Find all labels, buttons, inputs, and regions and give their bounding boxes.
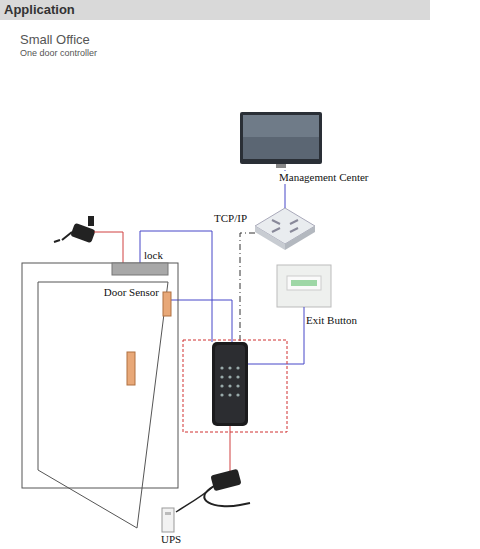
network-label: TCP/IP <box>213 212 248 225</box>
exit-button-icon <box>277 265 331 307</box>
ups-icon <box>162 508 174 532</box>
lock-label: lock <box>143 249 164 262</box>
door-handle <box>127 352 135 385</box>
node-text: TCP/IP <box>214 212 247 225</box>
door-sensor-label: Door Sensor <box>103 286 160 299</box>
header-title: Application <box>4 2 75 18</box>
node-text: UPS <box>161 533 181 546</box>
node-text: Management Center <box>279 171 369 184</box>
controller-device <box>212 342 248 426</box>
switch-icon <box>255 208 315 250</box>
door-sensor <box>163 292 171 316</box>
node-text: Door Sensor <box>104 286 159 299</box>
management-label: Management Center <box>278 171 370 184</box>
monitor-icon <box>240 112 322 168</box>
power-adapter-bottom <box>176 469 250 512</box>
exit-button-label: Exit Button <box>305 314 358 327</box>
node-text: Exit Button <box>306 314 357 327</box>
node-text: lock <box>144 249 163 262</box>
ups-label: UPS <box>160 533 182 546</box>
subtitle-note: One door controller <box>20 48 97 59</box>
power-adapter <box>54 216 96 243</box>
lock-box <box>112 263 168 275</box>
controller-outline <box>183 340 287 432</box>
header-bar <box>0 0 430 20</box>
subtitle: Small Office <box>20 32 90 47</box>
